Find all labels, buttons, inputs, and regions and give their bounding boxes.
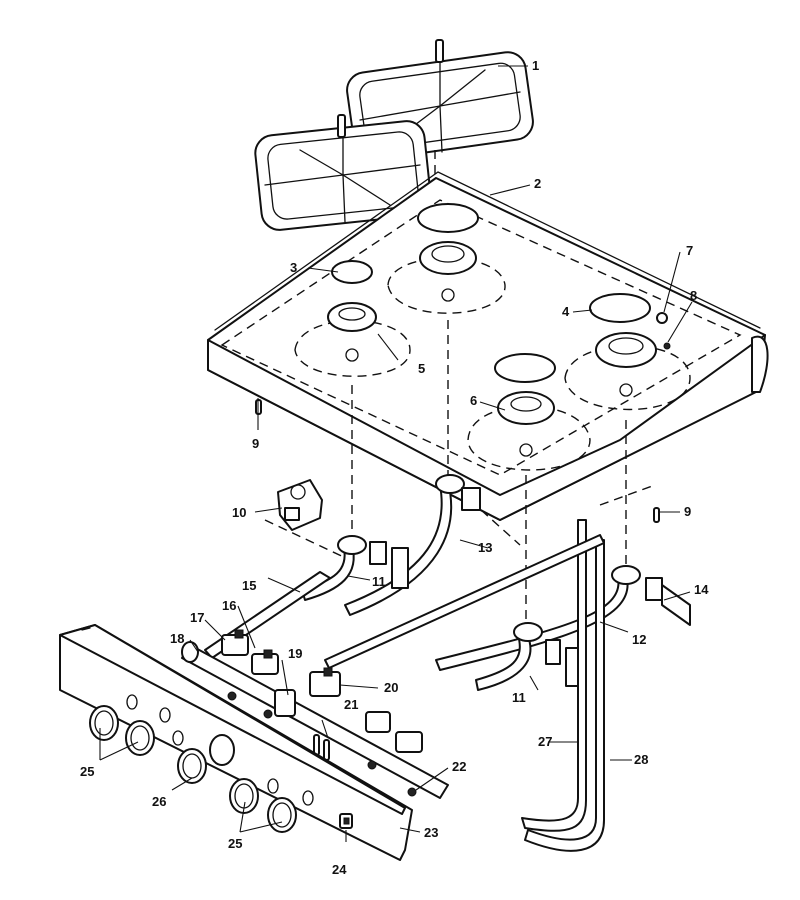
valve-17	[221, 629, 249, 656]
burner-tube-12	[435, 565, 691, 671]
callout-20: 20	[384, 680, 398, 695]
callout-15: 15	[242, 578, 256, 593]
callout-5: 5	[418, 361, 425, 376]
callout-28: 28	[634, 752, 648, 767]
knob-front-right[interactable]	[267, 797, 297, 833]
burner-grate-left	[254, 114, 432, 231]
screw-9-right	[653, 507, 660, 523]
callout-25-left: 25	[80, 764, 94, 779]
callout-1: 1	[532, 58, 539, 73]
gas-manifold-tube	[324, 534, 605, 669]
burner-rear-right	[564, 332, 691, 411]
callout-4: 4	[562, 304, 570, 319]
callout-12: 12	[632, 632, 646, 647]
control-panel	[59, 624, 413, 861]
screw-7	[656, 312, 668, 324]
burner-rear-left	[387, 241, 506, 314]
callout-27: 27	[538, 734, 552, 749]
leader-lines	[99, 65, 693, 842]
callout-16: 16	[222, 598, 236, 613]
burner-front-left	[294, 302, 411, 377]
callout-8: 8	[690, 288, 697, 303]
callout-26: 26	[152, 794, 166, 809]
callout-7: 7	[686, 243, 693, 258]
callout-3: 3	[290, 260, 297, 275]
callout-9-left: 9	[252, 436, 259, 451]
alignment-lines	[264, 150, 656, 630]
screws-21	[313, 734, 330, 761]
callout-14: 14	[694, 582, 709, 597]
clock-display	[209, 734, 235, 766]
callout-24: 24	[332, 862, 347, 877]
callout-13: 13	[478, 540, 492, 555]
callout-9-right: 9	[684, 504, 691, 519]
burner-cap-rear-left	[417, 203, 479, 233]
screw-22	[407, 787, 417, 797]
clip-8	[663, 342, 671, 350]
burner-cap-front-right	[494, 353, 556, 383]
callout-18: 18	[170, 631, 184, 646]
knob-center[interactable]	[177, 748, 207, 784]
callout-11-left: 11	[372, 574, 386, 589]
gas-manifold	[181, 629, 449, 799]
gas-tube-28	[524, 539, 605, 852]
callout-23: 23	[424, 825, 438, 840]
callout-2: 2	[534, 176, 541, 191]
callout-11-right: 11	[512, 690, 526, 705]
burner-cap-front-left	[331, 260, 373, 284]
burner-tube-11-right	[475, 622, 583, 691]
knob-rear-left[interactable]	[125, 720, 155, 756]
switch-24[interactable]	[339, 813, 353, 829]
knob-rear-right[interactable]	[229, 778, 259, 814]
burner-cap-rear-right	[589, 293, 651, 323]
knob-front-left[interactable]	[89, 705, 119, 741]
callout-10: 10	[232, 505, 246, 520]
valve-right-2	[395, 731, 423, 753]
callout-21: 21	[344, 697, 358, 712]
callout-22: 22	[452, 759, 466, 774]
valve-19	[274, 689, 296, 717]
callout-6: 6	[470, 393, 477, 408]
callout-17: 17	[190, 610, 204, 625]
valve-20	[309, 667, 341, 697]
callout-25-right: 25	[228, 836, 242, 851]
pressure-regulator	[277, 479, 323, 531]
valve-16	[251, 649, 279, 675]
valve-right-1	[365, 711, 391, 733]
callout-19: 19	[288, 646, 302, 661]
callout-labels: 1 2 3 4 5 6 7 8 9 9 10 11 11 12 13 14 15…	[80, 58, 709, 877]
